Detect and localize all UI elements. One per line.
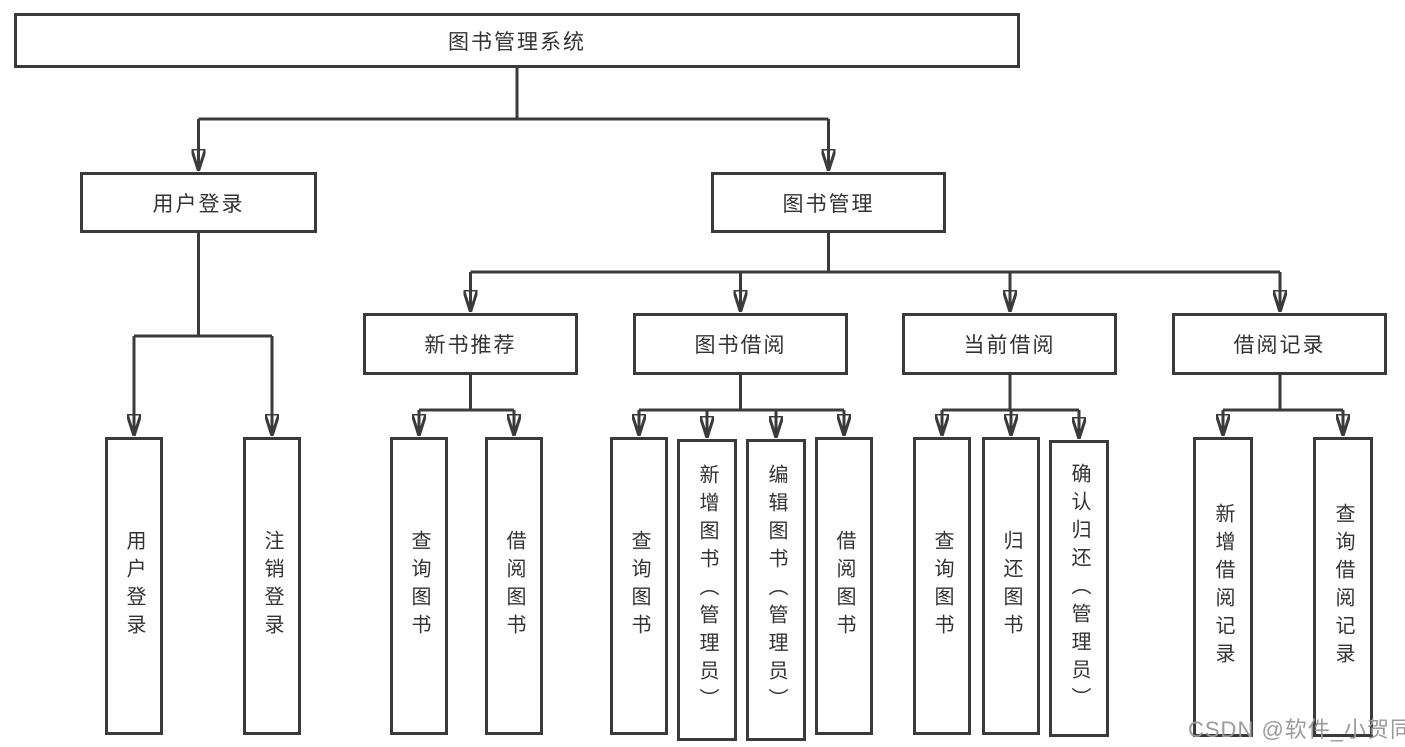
leaf-borrow-books-recommend: 借阅图书 bbox=[485, 437, 543, 735]
leaf-query-books-borrow-label: 查询图书 bbox=[628, 530, 650, 642]
node-user-login-label: 用户登录 bbox=[152, 192, 245, 216]
leaf-confirm-return-admin: 确认归还（管理员） bbox=[1049, 440, 1109, 737]
leaf-add-book-admin-label: 新增图书（管理员） bbox=[696, 464, 718, 716]
leaf-edit-book-admin: 编辑图书（管理员） bbox=[746, 439, 806, 741]
leaf-query-books-borrow: 查询图书 bbox=[610, 437, 668, 735]
csdn-watermark: CSDN @软件_小贺同学 bbox=[1188, 717, 1405, 742]
connector-book-borrow bbox=[639, 375, 844, 437]
node-new-book-recommend-label: 新书推荐 bbox=[424, 334, 517, 357]
leaf-user-login-label: 用户登录 bbox=[123, 530, 145, 642]
leaf-user-login: 用户登录 bbox=[105, 437, 163, 735]
node-book-management: 图书管理 bbox=[711, 172, 946, 233]
node-new-book-recommend: 新书推荐 bbox=[363, 313, 578, 375]
leaf-return-book-label: 归还图书 bbox=[1000, 530, 1022, 642]
connector-new-book-recommend bbox=[419, 375, 514, 435]
leaf-borrow-books-label: 借阅图书 bbox=[833, 530, 855, 642]
node-current-borrow-label: 当前借阅 bbox=[963, 334, 1056, 357]
leaf-query-borrow-record: 查询借阅记录 bbox=[1313, 437, 1373, 737]
connector-user-login bbox=[134, 233, 272, 435]
leaf-add-borrow-record: 新增借阅记录 bbox=[1193, 437, 1253, 737]
leaf-add-borrow-record-label: 新增借阅记录 bbox=[1212, 503, 1234, 671]
connector-borrow-records bbox=[1223, 375, 1343, 435]
node-borrow-records: 借阅记录 bbox=[1172, 313, 1387, 375]
connector-root bbox=[199, 68, 829, 170]
node-user-login: 用户登录 bbox=[80, 172, 317, 233]
node-current-borrow: 当前借阅 bbox=[902, 313, 1117, 375]
leaf-borrow-books-recommend-label: 借阅图书 bbox=[503, 530, 525, 642]
node-root-label: 图书管理系统 bbox=[448, 30, 586, 54]
leaf-query-borrow-record-label: 查询借阅记录 bbox=[1332, 503, 1354, 671]
leaf-query-books-current: 查询图书 bbox=[913, 437, 971, 735]
leaf-borrow-books: 借阅图书 bbox=[815, 437, 873, 735]
node-book-borrow-label: 图书借阅 bbox=[694, 334, 787, 357]
node-book-management-label: 图书管理 bbox=[782, 192, 875, 216]
leaf-query-books-recommend-label: 查询图书 bbox=[408, 530, 430, 642]
leaf-add-book-admin: 新增图书（管理员） bbox=[677, 439, 737, 741]
node-borrow-records-label: 借阅记录 bbox=[1233, 334, 1326, 357]
leaf-edit-book-admin-label: 编辑图书（管理员） bbox=[765, 464, 787, 716]
node-root: 图书管理系统 bbox=[14, 13, 1020, 68]
node-book-borrow: 图书借阅 bbox=[633, 313, 848, 375]
leaf-confirm-return-admin-label: 确认归还（管理员） bbox=[1068, 462, 1090, 715]
connector-current-borrow bbox=[942, 375, 1079, 438]
leaf-query-books-current-label: 查询图书 bbox=[931, 530, 953, 642]
leaf-return-book: 归还图书 bbox=[982, 437, 1040, 735]
leaf-query-books-recommend: 查询图书 bbox=[390, 437, 448, 735]
leaf-logout-login-label: 注销登录 bbox=[261, 530, 283, 642]
connector-book-management bbox=[471, 233, 1281, 311]
leaf-logout-login: 注销登录 bbox=[243, 437, 301, 735]
